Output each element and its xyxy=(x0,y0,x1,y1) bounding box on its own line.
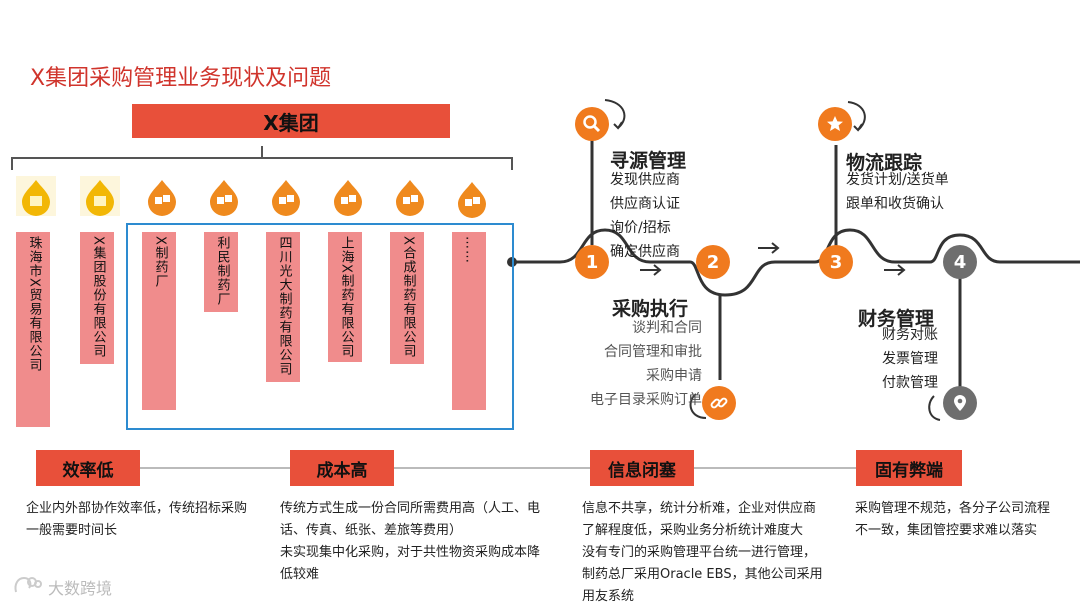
company-column: X制药厂 xyxy=(142,232,176,410)
execution-item: 谈判和合同 xyxy=(632,320,702,336)
company-name: X集团股份有限公司 xyxy=(90,236,106,358)
problem-efficiency-label: 效率低 xyxy=(36,450,140,486)
problem-line: 一般需要时间长 xyxy=(26,523,118,538)
orange-drop-icon xyxy=(328,176,368,216)
step-number: 3 xyxy=(829,251,843,273)
problem-line: 不一致，集团管控要求难以落实 xyxy=(855,523,1038,538)
problem-label: 效率低 xyxy=(62,460,114,481)
logistics-label: 物流跟踪 xyxy=(846,152,923,174)
problem-label: 固有弊端 xyxy=(875,460,943,481)
step-number: 1 xyxy=(585,251,599,273)
problem-line: 话、传真、纸张、差旅等费用） xyxy=(280,523,463,538)
execution-item: 合同管理和审批 xyxy=(604,344,702,360)
finance-item: 发票管理 xyxy=(882,351,938,367)
orange-drop-icon xyxy=(204,176,244,216)
company-column: X合成制药有限公司 xyxy=(390,232,424,364)
execution-item: 电子目录采购订单 xyxy=(590,392,702,408)
company-name: X制药厂 xyxy=(152,236,168,288)
problem-line: 采购管理不规范，各分子公司流程 xyxy=(855,501,1051,516)
finance-item: 付款管理 xyxy=(882,375,938,391)
finance-item: 财务对账 xyxy=(882,327,938,343)
orange-drop-icon xyxy=(266,176,306,216)
orange-drop-icon xyxy=(390,176,430,216)
logistics-item: 发货计划/送货单 xyxy=(846,172,949,188)
problem-line: 传统方式生成一份合同所需费用高（人工、电 xyxy=(280,501,541,516)
logistics-item: 跟单和收货确认 xyxy=(846,196,944,212)
company-column: 利民制药厂 xyxy=(204,232,238,312)
orange-drop-icon xyxy=(452,178,492,218)
group-header: X集团 xyxy=(132,104,450,138)
company-column: X集团股份有限公司 xyxy=(80,232,114,364)
problem-label: 成本高 xyxy=(316,460,368,481)
step-number: 4 xyxy=(953,251,967,273)
orange-drop-icon xyxy=(142,176,182,216)
sourcing-label: 寻源管理 xyxy=(610,150,687,172)
gold-drop-icon xyxy=(16,176,56,216)
company-name: X合成制药有限公司 xyxy=(400,236,416,358)
company-column: 珠海市X贸易有限公司 xyxy=(16,232,50,427)
problem-information-label: 信息闭塞 xyxy=(590,450,694,486)
problem-inherent-label: 固有弊端 xyxy=(856,450,962,486)
problem-inherent-text: 采购管理不规范，各分子公司流程 不一致，集团管控要求难以落实 xyxy=(855,498,1050,542)
logistics-items: 发货计划/送货单 跟单和收货确认 xyxy=(846,168,949,216)
sourcing-item: 供应商认证 xyxy=(610,196,680,212)
subsidiary-box xyxy=(126,223,514,430)
execution-item: 采购申请 xyxy=(646,368,702,384)
watermark-text: 大数跨境 xyxy=(48,579,113,598)
company-name: 珠海市X贸易有限公司 xyxy=(26,236,42,372)
problem-line: 了解程度低，采购业务分析统计难度大 xyxy=(582,523,804,538)
location-pin-icon xyxy=(943,386,977,420)
watermark-logo-icon xyxy=(12,574,42,600)
company-name: 四川光大制药有限公司 xyxy=(276,236,292,376)
watermark: 大数跨境 xyxy=(12,574,112,600)
problem-efficiency-text: 企业内外部协作效率低，传统招标采购 一般需要时间长 xyxy=(26,498,247,542)
company-name: 利民制药厂 xyxy=(214,236,230,306)
sourcing-item: 询价/招标 xyxy=(610,220,671,236)
sourcing-items: 发现供应商 供应商认证 询价/招标 确定供应商 xyxy=(610,168,680,264)
problem-line: 制药总厂采用Oracle EBS，其他公司采用 xyxy=(582,567,823,582)
search-icon xyxy=(575,107,609,141)
problem-line: 没有专门的采购管理平台统一进行管理， xyxy=(582,545,817,560)
sourcing-item: 确定供应商 xyxy=(610,244,680,260)
problem-line: 企业内外部协作效率低，传统招标采购 xyxy=(26,501,248,516)
company-column: 上海X制药有限公司 xyxy=(328,232,362,362)
sourcing-item: 发现供应商 xyxy=(610,172,680,188)
problem-line: 信息不共享，统计分析难，企业对供应商 xyxy=(582,501,817,516)
problem-cost-text: 传统方式生成一份合同所需费用高（人工、电 话、传真、纸张、差旅等费用） 未实现集… xyxy=(280,498,540,586)
step-4-badge: 4 xyxy=(943,245,977,279)
problem-line: 用友系统 xyxy=(582,589,635,604)
company-column: …… xyxy=(452,232,486,410)
problem-line: 低较难 xyxy=(280,567,320,582)
company-name: 上海X制药有限公司 xyxy=(338,236,354,358)
step-2-badge: 2 xyxy=(696,245,730,279)
company-column: 四川光大制药有限公司 xyxy=(266,232,300,382)
execution-items: 谈判和合同 合同管理和审批 采购申请 电子目录采购订单 xyxy=(572,316,702,412)
star-icon xyxy=(818,107,852,141)
problem-cost-label: 成本高 xyxy=(290,450,394,486)
step-3-badge: 3 xyxy=(819,245,853,279)
step-1-badge: 1 xyxy=(575,245,609,279)
group-name: X集团 xyxy=(263,110,319,135)
problem-information-text: 信息不共享，统计分析难，企业对供应商 了解程度低，采购业务分析统计难度大 没有专… xyxy=(582,498,823,608)
execution-label: 采购执行 xyxy=(612,298,689,320)
company-name: …… xyxy=(462,236,478,264)
page-title: X集团采购管理业务现状及问题 xyxy=(30,66,332,91)
finance-label: 财务管理 xyxy=(858,308,935,330)
step-number: 2 xyxy=(706,251,720,273)
link-icon xyxy=(702,386,736,420)
problem-label: 信息闭塞 xyxy=(608,460,676,481)
gold-drop-icon xyxy=(80,176,120,216)
problem-line: 未实现集中化采购，对于共性物资采购成本降 xyxy=(280,545,541,560)
finance-items: 财务对账 发票管理 付款管理 xyxy=(882,323,938,395)
